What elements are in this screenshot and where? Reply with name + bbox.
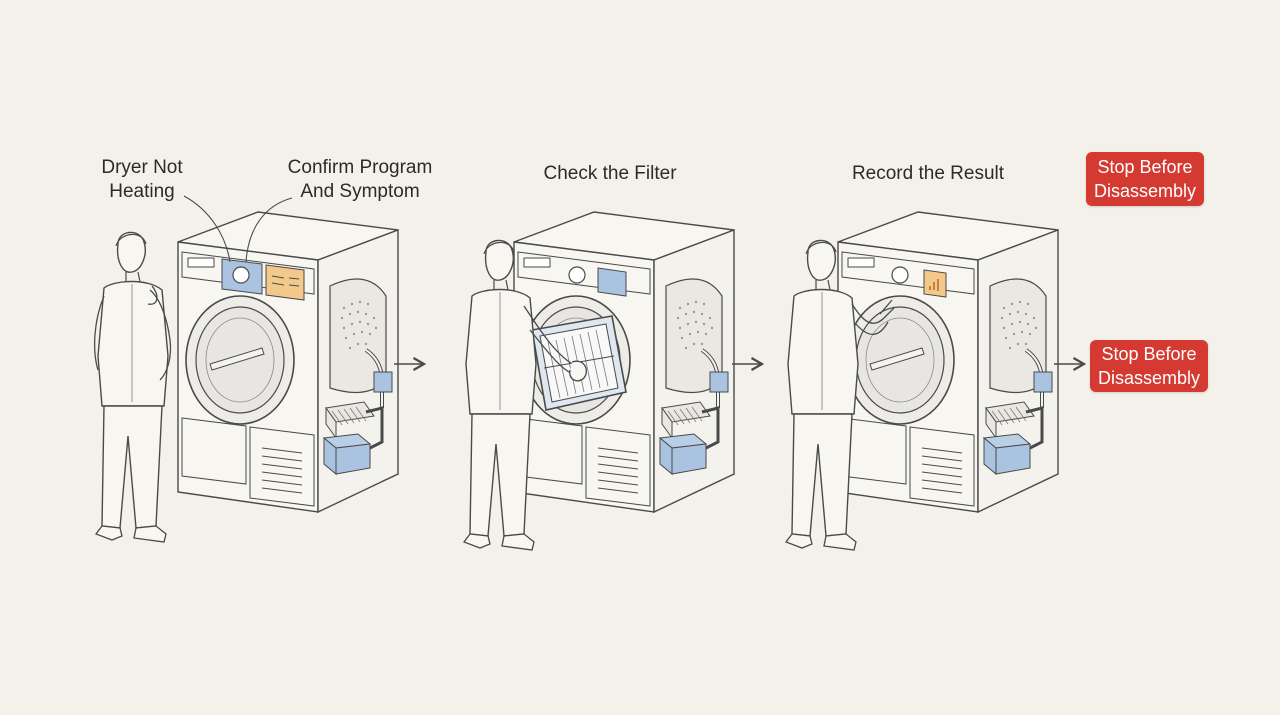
stop-badge-top-line1: Stop Before	[1097, 157, 1193, 177]
label-check-filter: Check the Filter	[543, 163, 677, 184]
person-icon	[463, 239, 586, 551]
stop-badge-middle-line1: Stop Before	[1101, 344, 1197, 364]
scene-1	[95, 196, 400, 543]
scene-3	[785, 210, 1060, 551]
label-dryer-not-heating-line2: Heating	[109, 181, 175, 202]
program-dial-icon	[569, 267, 585, 283]
person-icon	[95, 231, 171, 543]
display-panel	[598, 268, 626, 296]
label-dryer-not-heating: Dryer Not Heating	[86, 156, 198, 204]
display-panel	[924, 270, 946, 297]
program-dial-icon	[233, 267, 249, 283]
stop-badge-top: Stop Before Disassembly	[1086, 152, 1205, 206]
dryer-icon	[836, 210, 1060, 514]
leader-line-confirm-program	[246, 198, 292, 262]
leader-line-dryer-not-heating	[184, 196, 230, 262]
stop-badge-middle-line2: Disassembly	[1098, 368, 1201, 388]
label-confirm-program: Confirm Program And Symptom	[276, 156, 444, 204]
program-dial-icon	[892, 267, 908, 283]
stop-badge-middle: Stop Before Disassembly	[1090, 340, 1209, 392]
scene-2	[463, 210, 736, 551]
label-confirm-program-line1: Confirm Program	[287, 157, 433, 178]
dryer-icon	[176, 210, 400, 514]
stop-badge-top-line2: Disassembly	[1094, 181, 1197, 201]
label-confirm-program-line2: And Symptom	[300, 181, 420, 202]
display-panel	[266, 265, 304, 300]
person-icon	[785, 239, 894, 551]
label-dryer-not-heating-line1: Dryer Not	[101, 157, 183, 178]
label-record-result: Record the Result	[851, 163, 1005, 184]
